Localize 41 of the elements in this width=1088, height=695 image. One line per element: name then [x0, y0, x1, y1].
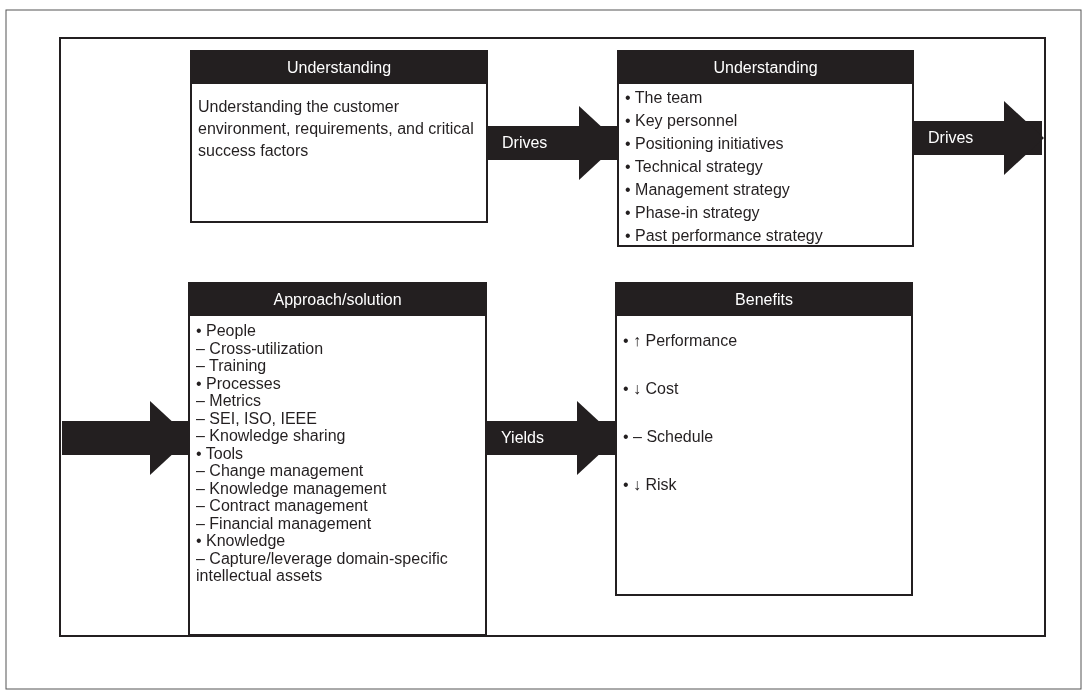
list-item: • Positioning initiatives	[625, 134, 785, 154]
list-item: – Change management	[196, 462, 365, 480]
list-item: • ↓ Risk	[623, 475, 678, 495]
text-box	[617, 50, 914, 247]
list-item: • Knowledge	[196, 532, 287, 550]
edge-label: Drives	[928, 128, 974, 148]
list-item: – SEI, ISO, IEEE	[196, 409, 318, 427]
block-arrow	[914, 101, 1044, 175]
list-item: • Phase-in strategy	[625, 203, 761, 223]
block-arrow	[62, 401, 190, 475]
list-item: – Capture/leverage domain-specific intellectual assets	[196, 549, 449, 585]
text-box	[615, 282, 913, 596]
list-item: – Knowledge sharing	[196, 427, 347, 445]
list-item: • Past performance strategy	[625, 226, 824, 246]
list-item: • Key personnel	[625, 111, 739, 131]
list-item: • ↓ Cost	[623, 379, 680, 399]
text-box	[188, 282, 487, 636]
box-heading: Understanding	[619, 52, 912, 84]
list-item: – Contract management	[196, 497, 369, 515]
block-arrow	[487, 401, 617, 475]
text-box	[190, 50, 488, 223]
list-item: • The team	[625, 88, 704, 108]
list-item: • ↑ Performance	[623, 331, 739, 351]
box-heading: Understanding	[192, 52, 486, 84]
list-item: – Knowledge management	[196, 479, 388, 497]
list-item: • Management strategy	[625, 180, 791, 200]
list-item: • Technical strategy	[625, 157, 764, 177]
box-heading: Approach/solution	[190, 284, 485, 316]
block-arrow	[488, 106, 619, 180]
list-item: • – Schedule	[623, 427, 715, 447]
list-item: – Metrics	[196, 392, 262, 410]
list-item: • People	[196, 322, 257, 340]
edge-label: Drives	[502, 133, 548, 153]
list-item: – Cross-utilization	[196, 339, 325, 357]
list-item: – Financial management	[196, 514, 373, 532]
description-text: Understanding the customer environment, requirements, and critical success factors	[198, 97, 475, 161]
list-item: – Training	[196, 357, 268, 375]
list-item: • Processes	[196, 374, 282, 392]
list-item: • Tools	[196, 444, 245, 462]
box-heading: Benefits	[617, 284, 911, 316]
edge-label: Yields	[501, 428, 544, 448]
